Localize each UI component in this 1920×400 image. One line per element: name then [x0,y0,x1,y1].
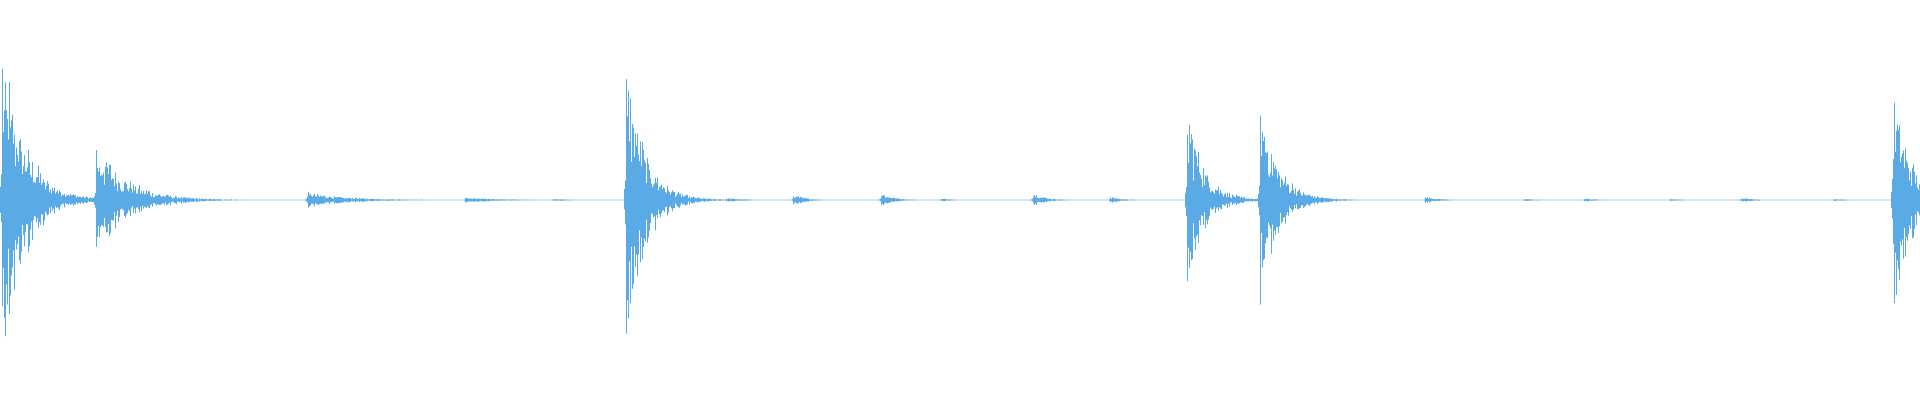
waveform-trace [0,68,1920,337]
